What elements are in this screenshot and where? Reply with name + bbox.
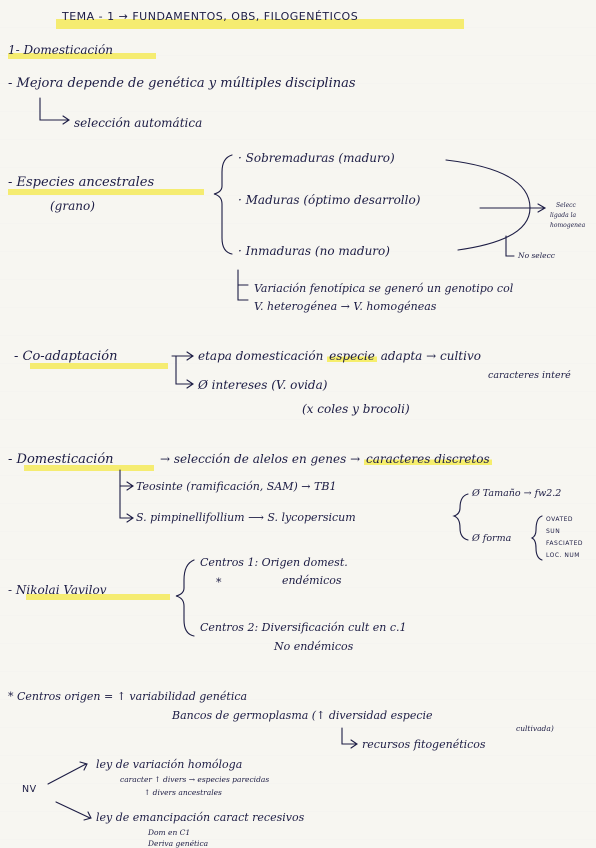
section-heading: 1- Domesticación: [8, 43, 114, 57]
coles-brocoli: (x coles y brocoli): [302, 402, 410, 416]
intereses: Ø intereses (V. ovida): [198, 378, 328, 392]
caracteres-interes: caracteres interé: [488, 370, 571, 381]
forma-item: FASCIATED: [546, 540, 583, 547]
tamano-forma-brace: [452, 493, 469, 541]
etapa-line: etapa domesticación especie adapta → cul…: [198, 349, 481, 363]
especies-sub: (grano): [50, 199, 95, 213]
especie-highlighted: especie: [327, 349, 377, 363]
adapta-text: adapta → cultivo: [380, 349, 481, 363]
centros2-b: No endémicos: [274, 640, 354, 653]
seleccion-alelos-line: → selección de alelos en genes → caracte…: [160, 452, 492, 466]
variacion-fenotipica: Variación fenotípica se generó un genoti…: [254, 282, 514, 295]
ley-emancipacion: ley de emancipación caract recesivos: [96, 811, 305, 824]
pimpinellifollium: S. pimpinellifollium ⟶ S. lycopersicum: [136, 511, 356, 524]
vavilov-label: - Nikolai Vavilov: [8, 583, 107, 597]
ley-variacion: ley de variación homóloga: [96, 758, 243, 771]
vavilov-highlight: [26, 594, 170, 600]
vavilov-brace: [175, 559, 195, 637]
forma-item: OVATED: [546, 516, 574, 523]
forma-item: LOC. NUM: [546, 552, 580, 559]
maduras: · Maduras (óptimo desarrollo): [238, 193, 421, 207]
forma-item: SUN: [546, 528, 561, 535]
centros1-a: Centros 1: Origen domest.: [200, 556, 348, 569]
centros2-a: Centros 2: Diversificación cult en c.1: [200, 621, 407, 634]
teosinte: Teosinte (ramificación, SAM) → TB1: [136, 480, 337, 493]
tamano: Ø Tamaño → fw2.2: [472, 488, 562, 499]
etapa-text: etapa domesticación: [198, 349, 324, 363]
centros-origen: * Centros origen = ↑ variabilidad genéti…: [8, 690, 248, 703]
domesticacion-label: - Domesticación: [8, 452, 114, 467]
curve-bracket: [445, 159, 531, 251]
domesticacion-highlight: [24, 465, 154, 471]
centros1-b: endémicos: [282, 574, 342, 587]
coadaptacion-label: - Co-adaptación: [14, 349, 118, 364]
ley-emancipacion-sub2: Deriva genética: [148, 839, 209, 848]
ley-variacion-sub1: caracter ↑ divers → especies parecidas: [120, 775, 270, 784]
asterisk: *: [216, 576, 222, 589]
ley-variacion-sub2: ↑ divers ancestrales: [144, 788, 222, 797]
page-title: TEMA - 1 → FUNDAMENTOS, OBS, FILOGENÉTIC…: [62, 10, 359, 23]
ley-emancipacion-sub1: Dom en C1: [148, 828, 191, 837]
coadaptacion-highlight: [30, 363, 168, 369]
v-heterogenea: V. heterogénea → V. homogéneas: [254, 300, 437, 313]
selecc-note-2: ligada la: [550, 212, 577, 219]
selecc-note-1: Selecc: [556, 202, 576, 209]
recursos-fitogeneticos: recursos fitogenéticos: [362, 738, 486, 751]
mejora-line: - Mejora depende de genética y múltiples…: [8, 76, 356, 91]
nv-label: NV: [22, 784, 37, 795]
no-selecc: No selecc: [518, 251, 555, 260]
especies-highlight: [8, 189, 204, 195]
inmaduras: · Inmaduras (no maduro): [238, 244, 390, 258]
seleccion-alelos: → selección de alelos en genes →: [160, 452, 361, 466]
heading-highlight: [8, 53, 156, 59]
bancos-germoplasma: Bancos de germoplasma (↑ diversidad espe…: [172, 709, 433, 722]
especies-label: - Especies ancestrales: [8, 175, 155, 190]
sobremaduras: · Sobremaduras (maduro): [238, 151, 395, 165]
especies-brace: [213, 154, 233, 255]
seleccion-automatica: selección automática: [74, 116, 203, 130]
forma: Ø forma: [472, 533, 512, 544]
selecc-note-3: homogenea: [550, 222, 586, 229]
cultivada: cultivada): [516, 724, 554, 733]
hook-arrow: [39, 97, 69, 121]
caracteres-discretos: caracteres discretos: [363, 452, 492, 466]
title-highlight: [56, 19, 464, 29]
